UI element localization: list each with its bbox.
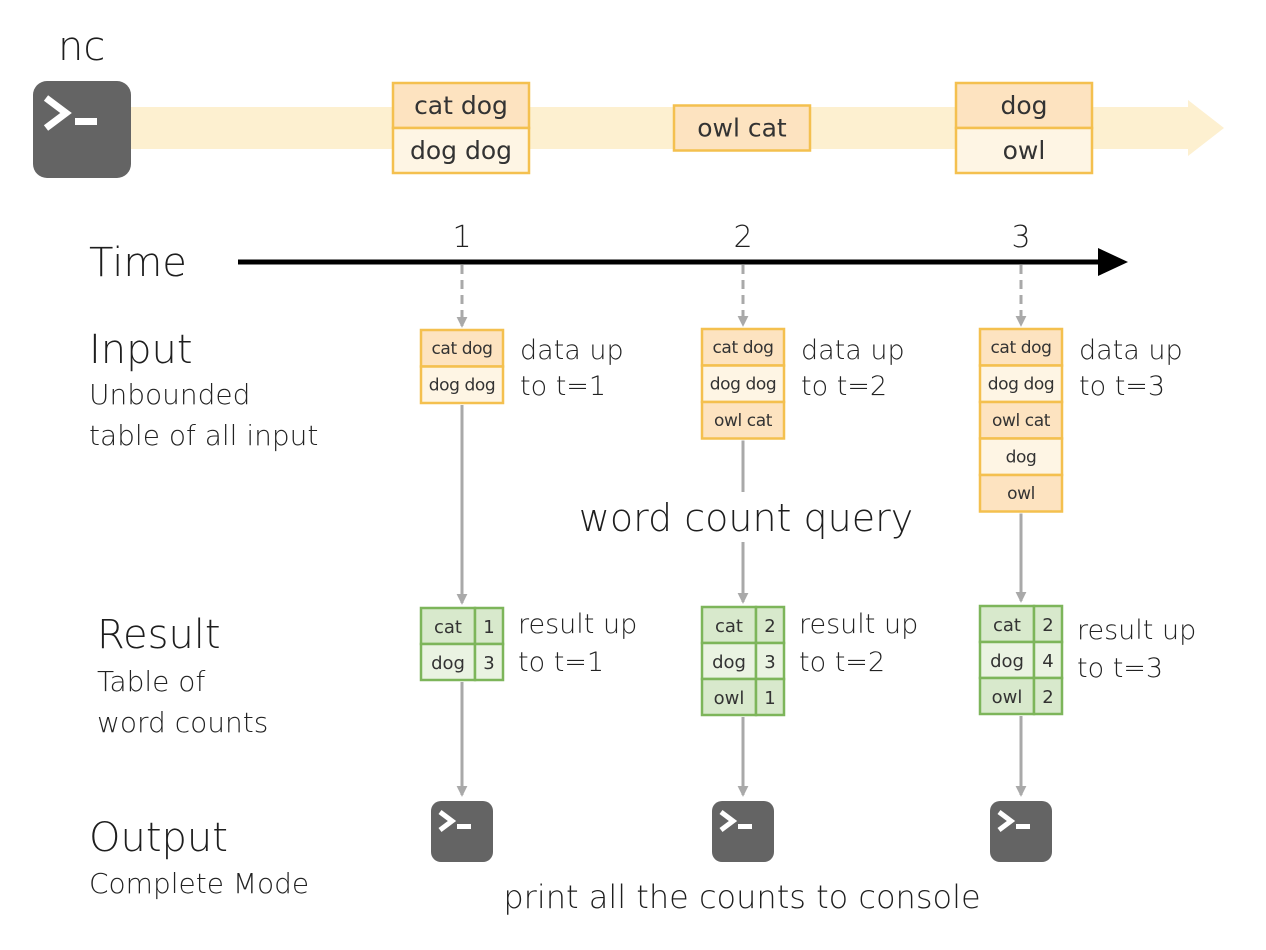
time-tick-label-2: 2 (733, 220, 752, 255)
result-word: dog (990, 651, 1024, 672)
input-table-1: cat dog dog dog (419, 328, 505, 405)
result-note-line-1: result up (1077, 615, 1196, 646)
result-word: cat (715, 616, 743, 637)
terminal-icon (712, 801, 774, 862)
result-word: dog (712, 652, 746, 673)
result-count: 3 (764, 652, 775, 673)
stream-batch-3: dog owl (954, 81, 1094, 175)
result-subtitle-line-2: word counts (97, 706, 268, 739)
result-count: 3 (483, 653, 494, 674)
input-row (419, 365, 505, 405)
input-note-line-1: data up (801, 335, 905, 366)
terminal-icon (33, 81, 131, 178)
nc-label: nc (58, 24, 105, 70)
result-word: cat (993, 615, 1021, 636)
input-note-line-2: to t=1 (520, 371, 606, 402)
stream-record-text: owl cat (697, 114, 787, 143)
word-count-query-label: word count query (579, 496, 913, 540)
time-tick-label-3: 3 (1011, 220, 1030, 255)
output-title: Output (89, 815, 228, 861)
stream-record-text: owl (1003, 136, 1046, 165)
result-subtitle-line-1: Table of (97, 665, 205, 698)
input-row-text: owl cat (992, 411, 1051, 431)
input-note-line-2: to t=2 (801, 371, 887, 402)
result-table-3: cat 2 dog 4 owl 2 (978, 604, 1064, 716)
result-count-cell (473, 606, 505, 646)
input-subtitle-line-1: Unbounded (89, 378, 250, 411)
terminal-icon (431, 801, 493, 862)
input-row-text: dog dog (710, 375, 777, 395)
input-row-text: cat dog (990, 338, 1051, 358)
result-note-line-2: to t=2 (799, 647, 885, 678)
input-table-2: cat dog dog dog owl cat (700, 327, 786, 440)
result-word: cat (434, 617, 462, 638)
stream-record (672, 104, 812, 152)
input-note-line-2: to t=3 (1079, 371, 1165, 402)
stream-batch-2: owl cat (672, 104, 812, 152)
time-columns: cat dog dog dog data up to t=1 cat 1 dog 3 resul… (419, 265, 1196, 862)
input-note-line-1: data up (1079, 335, 1183, 366)
input-row-text: dog dog (988, 375, 1055, 395)
result-word-cell (978, 640, 1036, 680)
stream-record-text: dog dog (410, 136, 512, 165)
input-row (700, 327, 786, 367)
print-label: print all the counts to console (503, 878, 980, 916)
input-row (978, 437, 1064, 477)
input-note-line-1: data up (520, 335, 624, 366)
input-table-3: cat dog dog dog owl cat dog owl (978, 327, 1064, 513)
input-row (978, 400, 1064, 440)
result-word: owl (992, 687, 1023, 708)
output-subtitle: Complete Mode (89, 867, 309, 900)
result-word: dog (431, 653, 465, 674)
result-note-line-1: result up (518, 609, 637, 640)
stream-record (391, 126, 531, 175)
input-row-text: dog dog (429, 376, 496, 396)
result-word: owl (714, 688, 745, 709)
result-table-2: cat 2 dog 3 owl 1 (700, 605, 786, 717)
time-tick-label-1: 1 (452, 220, 471, 255)
input-row-text: owl (1007, 484, 1035, 504)
time-label: Time (89, 240, 187, 286)
input-row-text: owl cat (714, 411, 773, 431)
result-count: 2 (1042, 615, 1053, 636)
time-axis-arrowhead (1098, 248, 1128, 276)
result-count: 1 (764, 688, 775, 709)
stream-batches: cat dog dog dog owl cat dog owl (391, 81, 1094, 175)
time-column-1: cat dog dog dog data up to t=1 cat 1 dog 3 resul… (419, 265, 637, 862)
result-table-1: cat 1 dog 3 (419, 606, 505, 682)
input-row-text: dog (1006, 448, 1037, 468)
result-note-line-2: to t=1 (518, 647, 604, 678)
input-row-text: cat dog (431, 339, 492, 359)
result-note-line-1: result up (799, 609, 918, 640)
result-count-cell (1032, 676, 1064, 716)
result-word-cell (978, 604, 1036, 644)
result-count-cell (754, 677, 786, 717)
result-count: 4 (1042, 651, 1053, 672)
time-ticks: 1 2 3 (452, 220, 1030, 255)
result-count-cell (473, 642, 505, 682)
input-row (700, 400, 786, 440)
input-title: Input (89, 327, 193, 373)
input-subtitle-line-2: table of all input (89, 419, 318, 452)
result-title: Result (97, 612, 221, 658)
result-count: 1 (483, 617, 494, 638)
input-row (419, 328, 505, 368)
input-row (978, 473, 1064, 513)
time-column-3: cat dog dog dog owl cat dog owl data up to t=3… (978, 265, 1196, 862)
stream-arrowhead (1188, 100, 1224, 156)
result-note-line-2: to t=3 (1077, 653, 1163, 684)
result-word-cell (700, 641, 758, 681)
terminal-icon (990, 801, 1052, 862)
result-count: 2 (764, 616, 775, 637)
result-count: 2 (1042, 687, 1053, 708)
result-word-cell (419, 642, 477, 682)
stream-record (954, 126, 1094, 175)
stream-record-text: dog (1000, 91, 1047, 120)
input-row-text: cat dog (712, 338, 773, 358)
stream-record-text: cat dog (414, 91, 508, 120)
stream-batch-1: cat dog dog dog (391, 81, 531, 175)
time-column-2: cat dog dog dog owl cat data up to t=2 cat 2 do… (700, 265, 918, 862)
